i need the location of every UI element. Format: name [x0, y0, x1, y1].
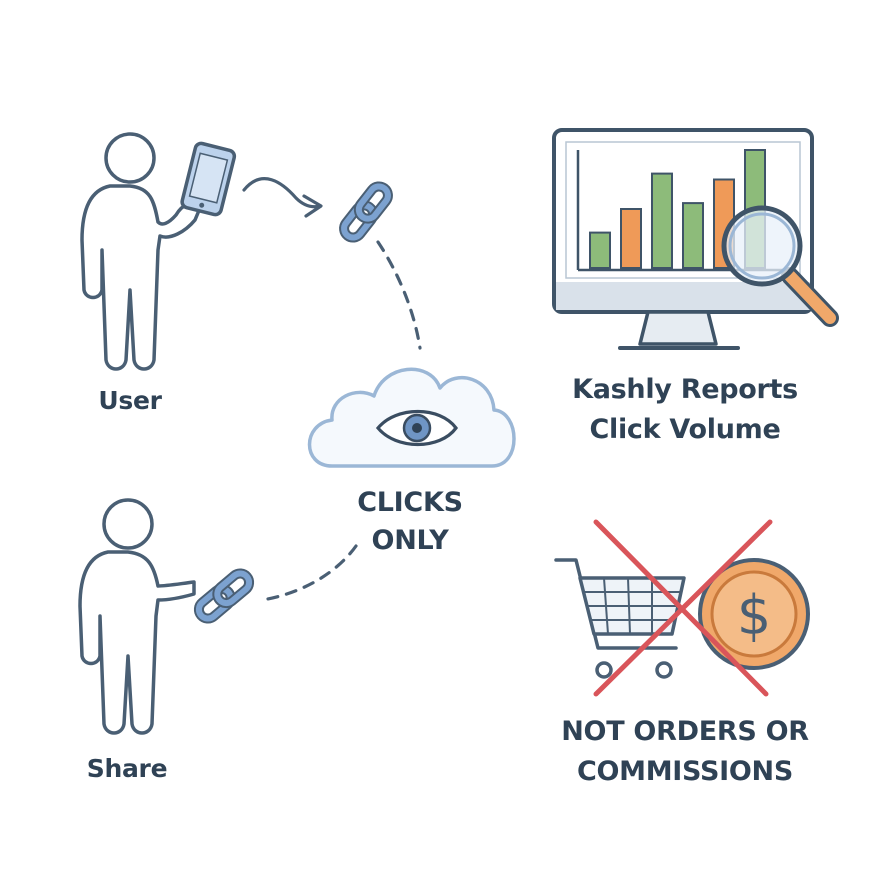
clicks-only-line1: CLICKS	[357, 487, 463, 518]
smartphone-icon	[180, 141, 237, 217]
arrow-icon	[242, 177, 323, 218]
chain-link-icon	[340, 183, 391, 241]
person-icon	[78, 498, 196, 735]
clicks-only-line2: ONLY	[371, 525, 449, 556]
connector-line	[376, 240, 422, 350]
kashly-reports-line2: Click Volume	[589, 414, 781, 445]
kashly-reports-label: Kashly Reports Click Volume	[530, 370, 840, 450]
clicks-only-label: CLICKS ONLY	[330, 484, 490, 560]
chart-bar-4	[682, 202, 704, 270]
shopping-cart-icon	[554, 558, 686, 679]
chain-link-icon	[195, 570, 253, 622]
svg-text:$: $	[737, 584, 771, 647]
not-orders-label: NOT ORDERS OR COMMISSIONS	[520, 712, 850, 792]
share-label: Share	[86, 754, 168, 783]
red-x-icon	[593, 519, 773, 697]
kashly-reports-line1: Kashly Reports	[572, 374, 798, 405]
chart-bar-1	[589, 231, 611, 270]
person-icon	[80, 132, 202, 371]
user-label: User	[98, 386, 162, 415]
chart-bar-3	[651, 172, 673, 270]
not-orders-line1: NOT ORDERS OR	[561, 716, 809, 747]
chart-bar-2	[620, 208, 642, 269]
connector-line	[260, 544, 358, 602]
dollar-coin-icon: $	[698, 558, 810, 670]
cloud-eye-icon	[307, 367, 516, 468]
not-orders-line2: COMMISSIONS	[577, 756, 793, 787]
magnifying-glass-icon	[721, 205, 839, 327]
